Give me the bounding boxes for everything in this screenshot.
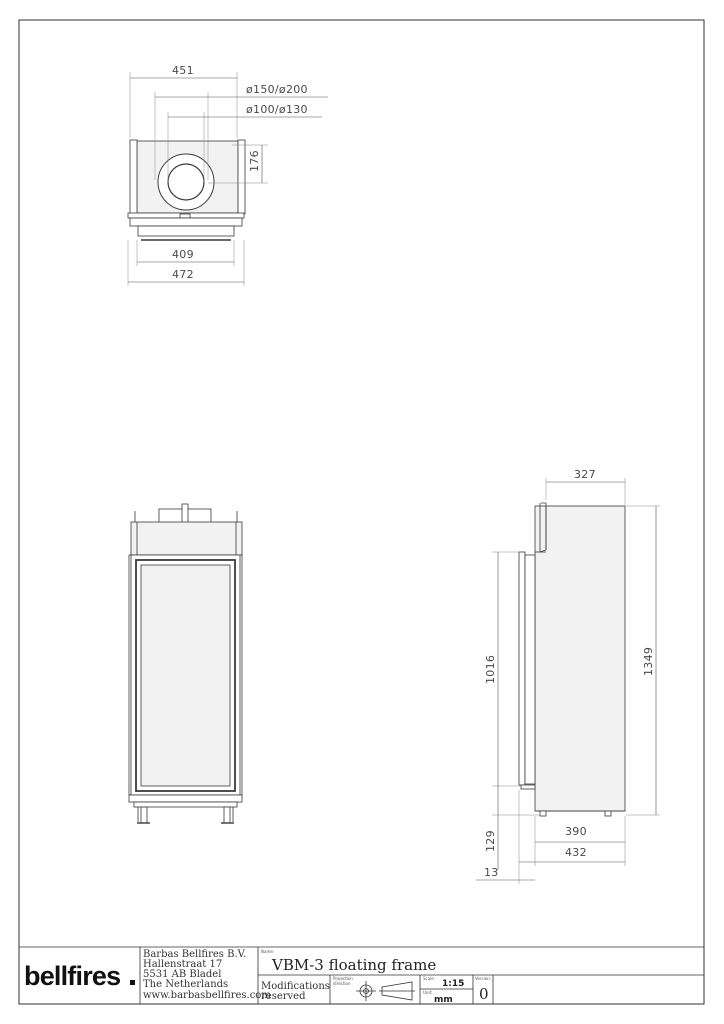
front-view [128, 503, 243, 824]
drawing-border [18, 19, 705, 1005]
dim-side-top-depth: 327 [574, 468, 596, 481]
company-country: The Netherlands [143, 979, 228, 990]
modifications-line2: reserved [261, 991, 306, 1002]
projection-caption-2: direction [333, 981, 351, 986]
version-value: 0 [479, 985, 489, 1003]
projection-caption-1: Projection [333, 976, 353, 981]
dim-width-top: 451 [172, 64, 194, 77]
scale-value: 1:15 [442, 979, 464, 989]
name-caption: Name: [261, 949, 274, 954]
dim-side-total-height: 1349 [642, 647, 655, 676]
dim-flue-inner: ø100/ø130 [246, 103, 308, 116]
dim-side-glass-height: 1016 [484, 655, 497, 684]
logo-dot [130, 980, 135, 985]
projection-symbol-icon [356, 981, 415, 1001]
dim-side-frame-offset: 13 [484, 866, 499, 879]
version-caption: Version: [475, 976, 491, 981]
unit-caption: Unit: [423, 990, 433, 995]
modifications-line1: Modifications [261, 981, 330, 992]
side-view [476, 478, 660, 884]
dim-side-depth-inner: 390 [565, 825, 587, 838]
company-name: Barbas Bellfires B.V. [143, 949, 246, 960]
bellfires-logo: bellfires [24, 961, 120, 991]
title-block [19, 946, 704, 1004]
dim-side-base-height: 129 [484, 830, 497, 852]
company-website: www.barbasbellfires.com [143, 990, 271, 1001]
company-city: 5531 AB Bladel [143, 969, 221, 980]
dim-flue-outer: ø150/ø200 [246, 83, 308, 96]
dim-flue-offset: 176 [248, 150, 261, 172]
dim-side-depth-total: 432 [565, 846, 587, 859]
unit-value: mm [434, 995, 453, 1005]
dim-width-total: 472 [172, 268, 194, 281]
scale-caption: Scale: [423, 976, 435, 981]
top-view [127, 72, 328, 286]
dim-width-inner: 409 [172, 248, 194, 261]
drawing-title: VBM-3 floating frame [271, 956, 436, 974]
company-street: Hallenstraat 17 [143, 959, 222, 970]
